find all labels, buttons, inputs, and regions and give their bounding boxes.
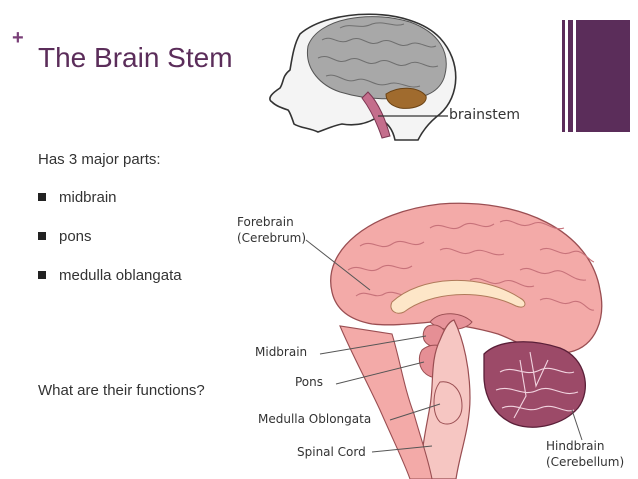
bullet-item-midbrain: midbrain <box>38 189 182 228</box>
pointer-hindbrain <box>571 409 583 441</box>
forebrain-shape <box>330 202 603 354</box>
label-forebrain: Forebrain <box>237 215 294 229</box>
accent-stripe-medium <box>568 20 573 132</box>
bullet-square-icon <box>38 232 46 240</box>
bullet-square-icon <box>38 271 46 279</box>
label-hindbrain: Hindbrain <box>546 439 605 453</box>
bullet-label: midbrain <box>59 189 117 206</box>
bullet-item-pons: pons <box>38 228 182 267</box>
label-brainstem: brainstem <box>449 107 521 123</box>
brain-folds <box>317 22 439 88</box>
spinal-cord-front <box>339 325 433 479</box>
label-medulla-oblongata: Medulla Oblongata <box>258 412 372 426</box>
label-cerebrum: (Cerebrum) <box>237 231 307 245</box>
pointer-spinal-cord <box>371 445 433 453</box>
label-cerebellum: (Cerebellum) <box>546 455 625 469</box>
pointer-forebrain <box>305 239 371 291</box>
forebrain-folds <box>347 220 595 311</box>
pointer-pons <box>335 361 425 385</box>
label-pons: Pons <box>295 375 324 389</box>
intro-text: Has 3 major parts: <box>38 151 161 168</box>
bullet-label: medulla oblangata <box>59 267 182 284</box>
pointer-midbrain <box>319 335 427 355</box>
cerebellum-shape <box>483 341 586 428</box>
corpus-callosum <box>390 279 526 314</box>
pointer-medulla <box>389 403 441 421</box>
cerebellum-folds <box>495 351 579 419</box>
bullet-list: midbrain pons medulla oblangata <box>38 189 182 306</box>
question-text: What are their functions? <box>38 382 205 399</box>
plus-icon: + <box>12 27 24 49</box>
accent-stripe-thin <box>562 20 565 132</box>
medulla-shape <box>433 381 463 425</box>
bullet-square-icon <box>38 193 46 201</box>
brainstem-shape <box>361 91 391 139</box>
bullet-item-medulla: medulla oblangata <box>38 267 182 306</box>
label-spinal-cord: Spinal Cord <box>297 445 366 459</box>
cerebellum-brown <box>385 87 427 109</box>
accent-stripe-wide <box>576 20 630 132</box>
label-midbrain: Midbrain <box>255 345 308 359</box>
bullet-label: pons <box>59 228 92 245</box>
slide-title: The Brain Stem <box>38 42 233 73</box>
